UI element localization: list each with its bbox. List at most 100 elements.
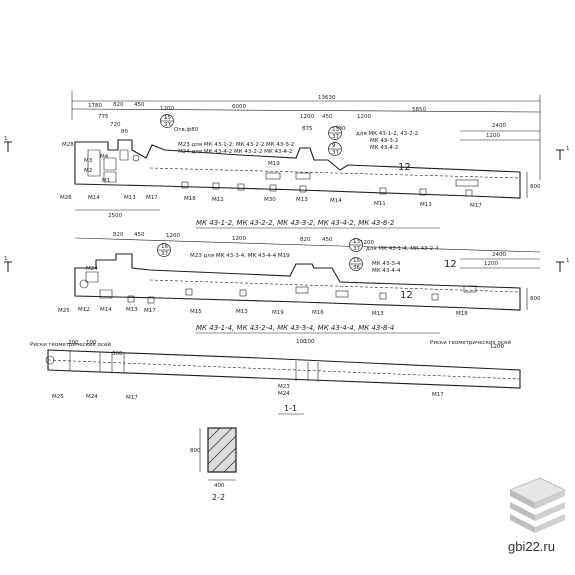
section-label-1-1: 1-1 (284, 404, 297, 413)
dim-top-2: 6000 (232, 104, 246, 110)
dim-upper-left-2: 450 (134, 102, 145, 108)
label-center: 12 (398, 162, 411, 173)
v2-note-right-3: МК 43-4-4 (372, 268, 401, 274)
v2-fraction-b: 13 37 (349, 238, 363, 252)
svg-text:37: 37 (161, 251, 168, 257)
section-height: 800 (190, 448, 201, 454)
v2-mark-M15: М15 (190, 309, 202, 315)
v2-mark-M13b: М13 (236, 309, 248, 315)
dim-small-left-1: 775 (98, 114, 109, 120)
watermark-text: gbi22.ru (508, 539, 555, 554)
mark-M1: М1 (102, 178, 110, 184)
watermark-logo (509, 477, 566, 533)
height-dim: 800 (530, 184, 541, 190)
hole-note: Отв.ф80 (174, 127, 199, 133)
svg-text:16: 16 (161, 244, 168, 250)
svg-text:13: 13 (353, 239, 360, 245)
svg-text:9: 9 (332, 143, 336, 149)
dim-small-mid-1: 875 (302, 126, 313, 132)
dim-upper-mid-3: 1200 (357, 114, 371, 120)
v3-dim-2: 100 (86, 340, 97, 346)
dim-upper-mid-1: 1200 (300, 114, 314, 120)
caption-view-2: МК 43-1-4, МК 43-2-4, МК 43-3-4, МК 43-4… (196, 324, 394, 332)
v2-dim-5: 820 (300, 237, 311, 243)
v3-dim-4: 100 (296, 339, 307, 345)
v2-mark-M17: М17 (144, 308, 156, 314)
view-3: 200 100 300 100 100 1200 Риски геометрич… (30, 339, 521, 415)
v3-mark-M17b: М17 (432, 392, 444, 398)
section-label-2-2: 2-2 (212, 493, 225, 502)
dim-right-2: 1200 (486, 133, 500, 139)
dim-upper-left-1: 820 (113, 102, 124, 108)
v2-dim-4: 1200 (232, 236, 246, 242)
mark-M26: М26 (60, 195, 72, 201)
svg-text:37: 37 (164, 122, 171, 128)
v2-mark-M16: М16 (312, 310, 324, 316)
fraction-mid-a: 13 37 (328, 126, 342, 140)
svg-text:37: 37 (332, 134, 339, 140)
caption-view-1: МК 43-1-2, МК 43-2-2, МК 43-3-2, МК 43-4… (196, 219, 395, 227)
fraction-left: 15 37 (160, 114, 174, 128)
v3-dim-5: 100 (304, 339, 315, 345)
dim-top-3: 5850 (412, 107, 426, 113)
v2-note-left: М23 для МК 43-3-4, МК 43-4-4 М19 (190, 253, 290, 259)
cut-markers: 1 1 1 1 (4, 136, 570, 272)
beam-outline-3 (47, 349, 521, 389)
v2-note-right-1: для МК 43-1-4, МК 43-2-4 (366, 246, 439, 252)
mark-M28: М28 (62, 142, 74, 148)
v2-dim-1: 820 (113, 232, 124, 238)
svg-text:15: 15 (353, 258, 360, 264)
v3-right-note: Риски геометрических осей (430, 339, 511, 346)
v3-mark-M17: М17 (126, 395, 138, 401)
v3-mark-M24b: М24 (278, 391, 290, 397)
dim-top-1: 1780 (88, 103, 102, 109)
section-2-2: 800 400 2-2 (190, 427, 237, 502)
v2-mark-M12: М12 (78, 307, 90, 313)
v2-note-right-2: МК 43-3-4 (372, 261, 401, 267)
beam-outline-2 (74, 253, 521, 311)
dim-upper-mid-2: 450 (322, 114, 333, 120)
v2-dim-2: 450 (134, 232, 145, 238)
mark-M2: М2 (84, 168, 92, 174)
v2-mark-M19: М19 (272, 310, 284, 316)
note-right-2: МК 43-3-2 (370, 138, 398, 144)
dim-small-left-2: 720 (110, 122, 121, 128)
svg-text:36: 36 (353, 265, 360, 271)
v3-mark-M25: М25 (52, 394, 64, 400)
v2-dim-7: 1200 (360, 240, 374, 246)
mark-M13c: М13 (420, 202, 432, 208)
beam-outline-1 (74, 139, 521, 199)
mark-M30: М30 (264, 197, 276, 203)
note-left-2: М24 для МК 43-4-2 МК 43-2-2 МК 43-4-2 (178, 149, 292, 155)
v2-fraction-a: 16 37 (157, 243, 171, 257)
section-width: 400 (214, 483, 225, 489)
v2-mark-M13c: М13 (372, 311, 384, 317)
fraction-mid-b: 9 37 (328, 142, 342, 156)
mark-M14b: М14 (330, 198, 342, 204)
dim-right-1: 2400 (492, 123, 506, 129)
mark-M12: М12 (212, 197, 224, 203)
v3-left-note: Риски геометрических осей (30, 341, 111, 348)
view-2: 820 450 1200 1200 820 450 1200 2400 1200… (58, 232, 541, 334)
svg-text:37: 37 (332, 150, 339, 156)
v2-mark-M18: М18 (456, 311, 468, 317)
svg-text:1: 1 (566, 258, 570, 264)
note-left-1: М23 для МК 43-1-2; МК 43-2-2 МК 43-3-2 (178, 142, 294, 148)
v3-dim-3: 300 (112, 351, 123, 357)
note-right-1: для МК 43-1-2, 43-2-2 (356, 131, 418, 137)
mark-M3: М3 (84, 158, 93, 164)
svg-text:1: 1 (4, 256, 8, 262)
svg-text:1: 1 (4, 136, 8, 142)
v2-label-right: 12 (444, 259, 457, 270)
v2-mark-M25: М25 (58, 308, 70, 314)
dim-total-length: 13630 (318, 95, 336, 101)
dim-upper-left-3: 1200 (160, 106, 174, 112)
v2-height: 800 (530, 296, 541, 302)
mark-M13: М13 (124, 195, 136, 201)
v2-dim-8: 2400 (492, 252, 506, 258)
v2-mark-M14: М14 (100, 307, 112, 313)
mark-M17: М17 (146, 195, 158, 201)
v2-dim-6: 450 (322, 237, 333, 243)
v3-dim-1: 200 (68, 340, 79, 346)
